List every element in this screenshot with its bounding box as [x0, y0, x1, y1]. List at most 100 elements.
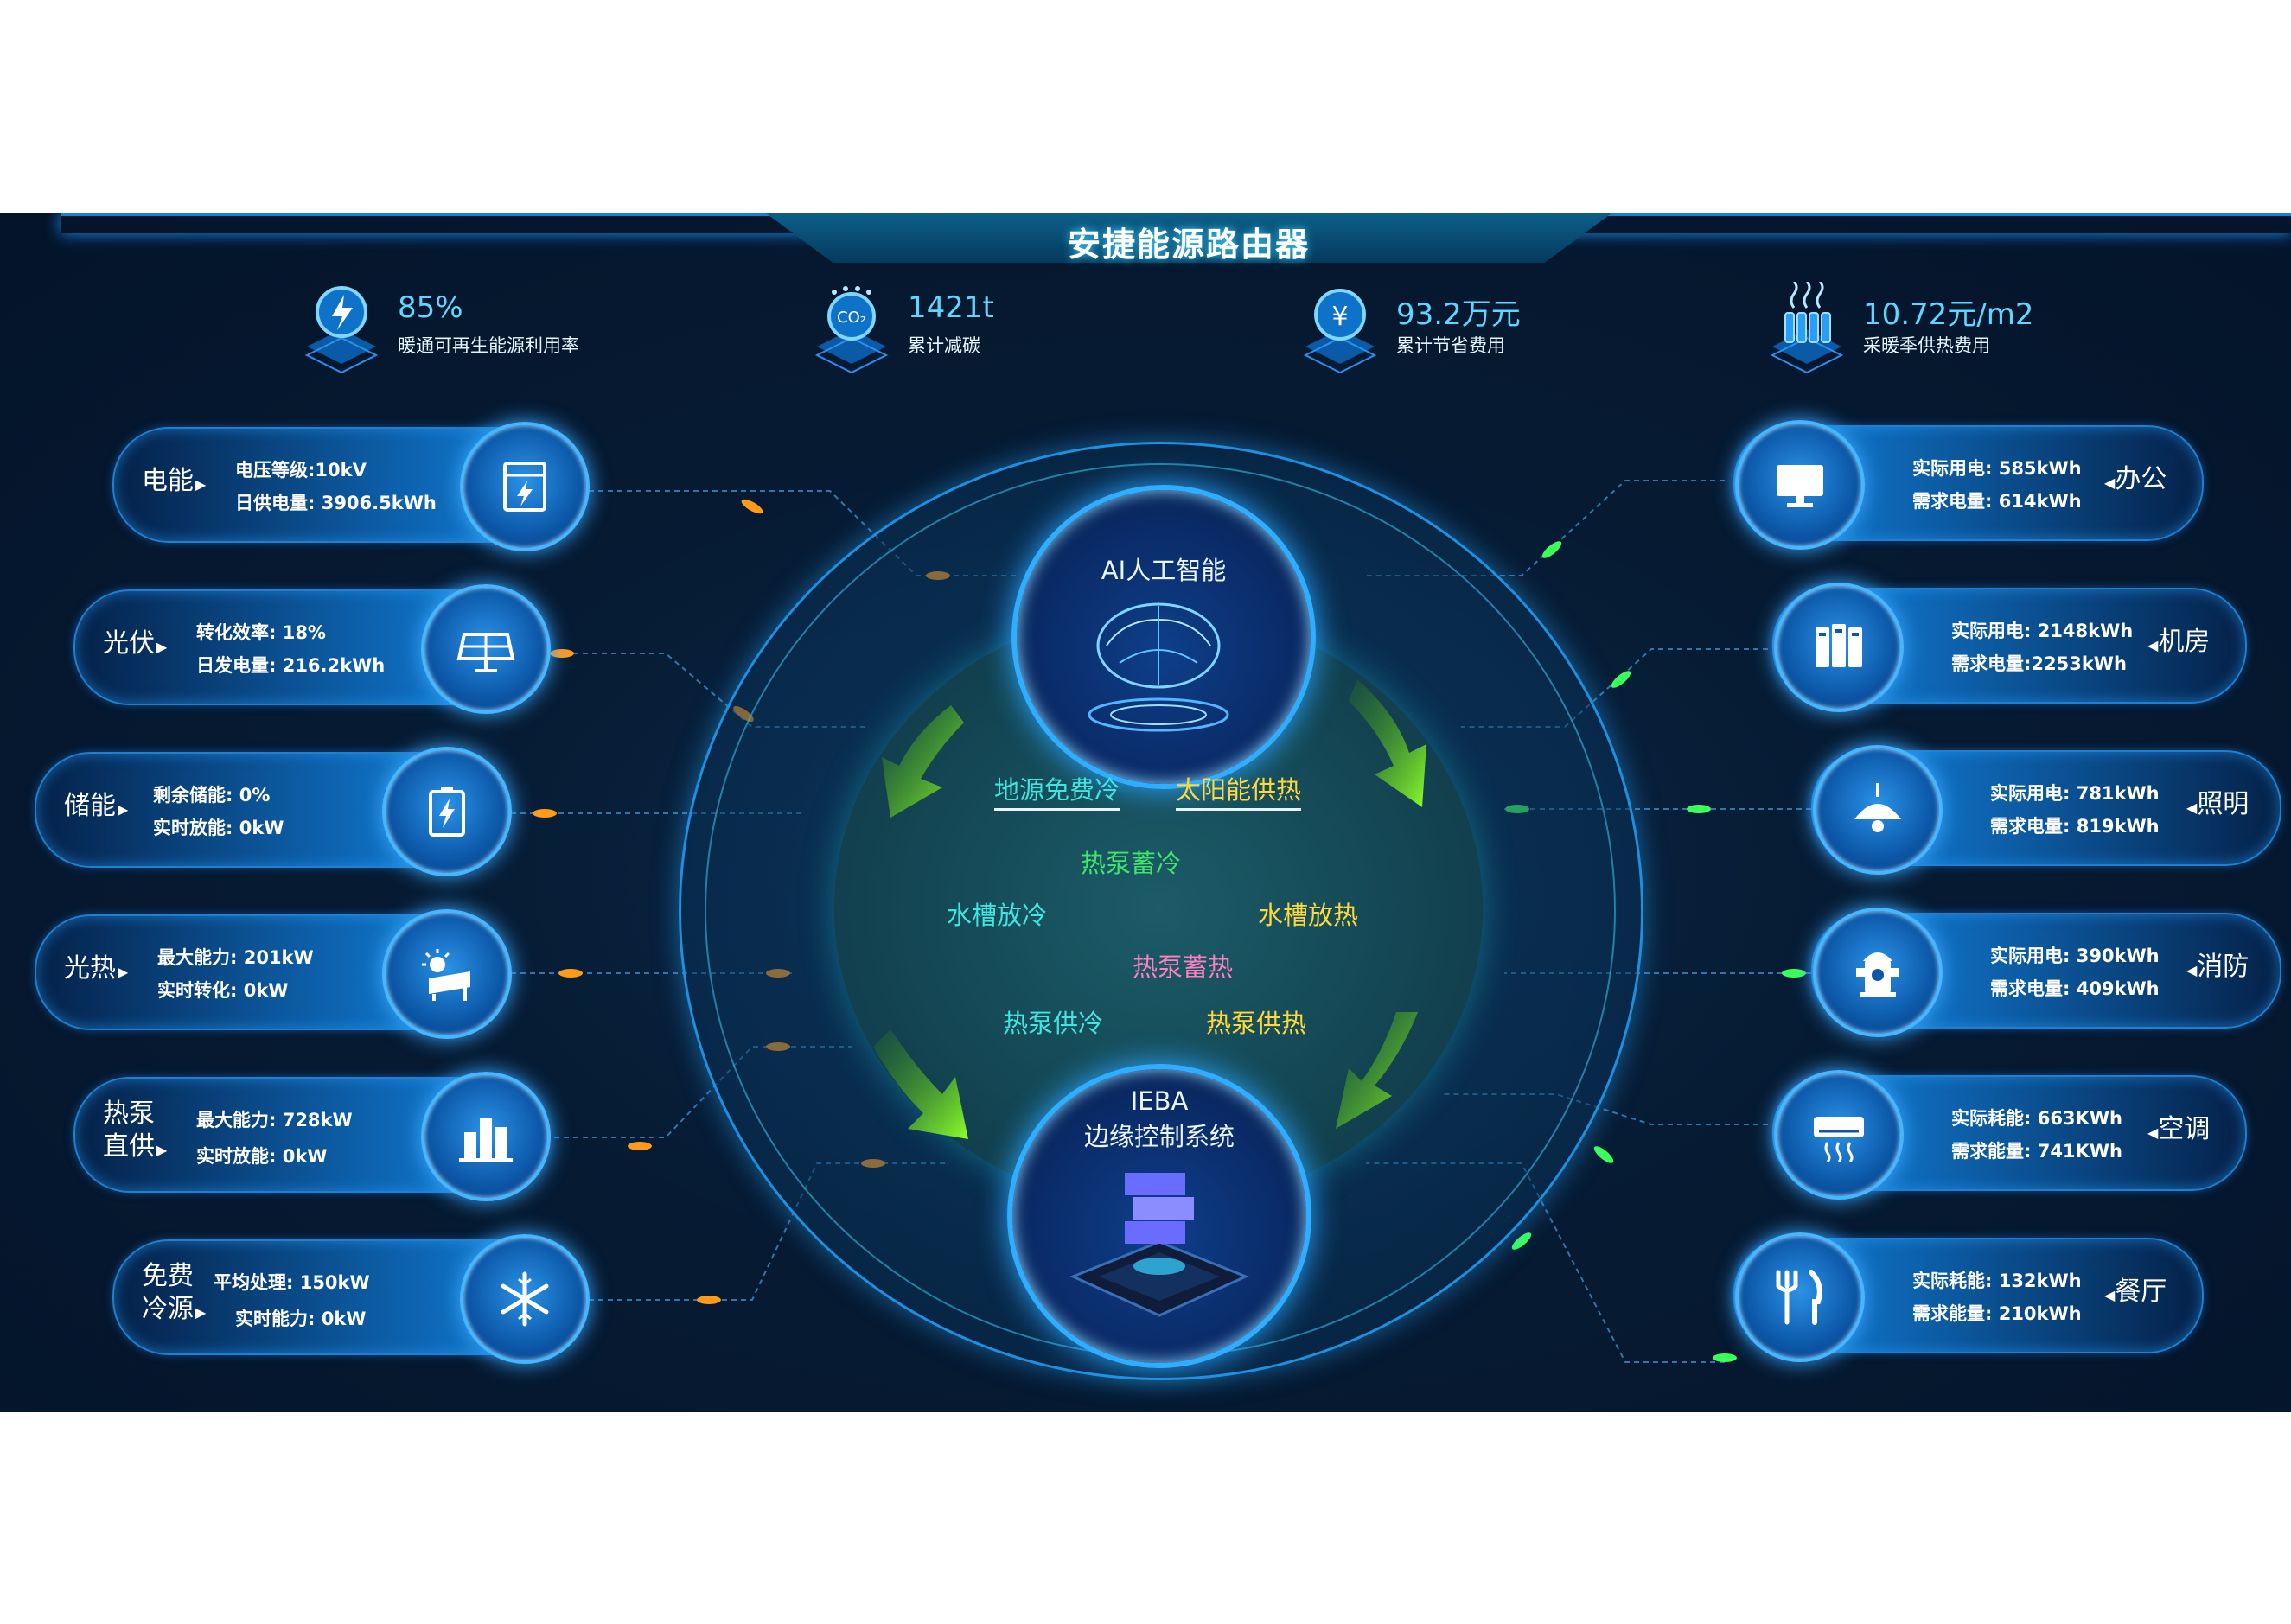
load-icon-circle [1735, 1232, 1865, 1362]
load-name: ◀机房 [2147, 627, 2211, 657]
source-line2: 实时放能: 0kW [196, 1146, 328, 1167]
source-line1: 最大能力: 201kW [157, 947, 314, 968]
process-hp-cooling: 热泵供冷 [1003, 1009, 1104, 1038]
flow-connectors [501, 480, 1811, 1363]
yen-coin-icon: ¥ [1303, 289, 1377, 374]
load-icon-circle [1774, 1070, 1904, 1200]
co2-icon: CO₂ [814, 286, 889, 374]
kpi-label: 采暖季供热费用 [1863, 335, 1990, 356]
snowflake-icon [501, 1271, 549, 1327]
source-icon-circle [460, 1234, 590, 1364]
svg-text:¥: ¥ [1331, 302, 1348, 332]
kpi-value: 85% [398, 290, 463, 325]
load-card-restaurant[interactable]: 实际耗能: 132kWh 需求能量: 210kWh ◀餐厅 [1733, 1232, 2204, 1362]
cycle-arrows [873, 679, 1426, 1139]
kpi-label: 暖通可再生能源利用率 [398, 335, 579, 356]
arrow-bottom-left [873, 1029, 968, 1139]
process-hp-heating: 热泵供热 [1206, 1009, 1307, 1038]
load-line2: 需求电量: 614kWh [1912, 491, 2082, 512]
load-line1: 实际用电: 390kWh [1990, 946, 2160, 966]
load-card-office[interactable]: 实际用电: 585kWh 需求电量: 614kWh ◀办公 [1733, 420, 2204, 550]
source-name: 光热▶ [64, 953, 129, 984]
source-card-free-cooling[interactable]: 免费冷源▶ 平均处理: 150kW 实时能力: 0kW [112, 1234, 590, 1364]
source-line2: 日供电量: 3906.5kWh [235, 493, 437, 513]
load-card-server-room[interactable]: 实际用电: 2148kWh 需求电量:2253kWh ◀机房 [1772, 583, 2247, 712]
arrow-bottom-right [1336, 1012, 1418, 1129]
load-icon-circle [1813, 908, 1943, 1037]
power-cabinet-icon [503, 462, 546, 512]
load-line2: 需求能量: 741KWh [1951, 1141, 2122, 1162]
load-line2: 需求电量: 409kWh [1990, 978, 2160, 999]
source-icon-circle [382, 909, 512, 1039]
arrow-top-right [1349, 679, 1426, 807]
source-line1: 转化效率: 18% [196, 622, 326, 643]
load-card-fire[interactable]: 实际用电: 390kWh 需求电量: 409kWh ◀消防 [1811, 908, 2281, 1037]
kpi-value: 93.2万元 [1396, 297, 1521, 332]
ieba-title: IEBA [1130, 1086, 1189, 1116]
source-line1: 电压等级:10kV [235, 460, 367, 481]
source-card-power[interactable]: 电能▶ 电压等级:10kV 日供电量: 3906.5kWh [112, 422, 590, 551]
page-title: 安捷能源路由器 [1067, 226, 1310, 264]
source-icon-circle [421, 1072, 551, 1201]
source-name: 储能▶ [64, 791, 129, 821]
load-line1: 实际用电: 781kWh [1990, 783, 2160, 804]
process-tank-cold-release: 水槽放冷 [947, 901, 1048, 930]
process-hp-cold-storage: 热泵蓄冷 [1081, 849, 1182, 878]
source-line2: 实时转化: 0kW [157, 980, 289, 1001]
source-icon-circle [460, 422, 590, 551]
svg-text:CO₂: CO₂ [837, 309, 866, 327]
source-name: 光伏▶ [103, 628, 168, 659]
solar-thermal-icon [422, 949, 470, 1001]
source-line1: 最大能力: 728kW [196, 1110, 353, 1130]
load-name: ◀餐厅 [2104, 1277, 2167, 1307]
ai-core: AI人工智能 [1011, 485, 1316, 789]
air-conditioner-icon [1814, 1117, 1864, 1163]
heat-pump-building-icon [459, 1118, 513, 1162]
ieba-subtitle: 边缘控制系统 [1083, 1122, 1235, 1151]
load-line2: 需求能量: 210kWh [1912, 1303, 2082, 1324]
battery-storage-icon [429, 787, 465, 837]
edge-device-icon [1069, 1173, 1249, 1317]
title-plate [765, 213, 1612, 263]
load-line1: 实际用电: 585kWh [1912, 458, 2082, 479]
load-icon-circle [1735, 420, 1865, 550]
load-line1: 实际用电: 2148kWh [1951, 621, 2134, 641]
load-icon-circle [1774, 583, 1904, 712]
load-name: ◀照明 [2186, 789, 2250, 819]
source-card-storage[interactable]: 储能▶ 剩余储能: 0% 实时放能: 0kW [35, 747, 512, 876]
process-hp-heat-storage: 热泵蓄热 [1133, 952, 1234, 982]
source-card-pv[interactable]: 光伏▶ 转化效率: 18% 日发电量: 216.2kWh [73, 584, 551, 714]
source-line1: 平均处理: 150kW [214, 1272, 370, 1293]
kpi-value: 10.72元/m2 [1863, 297, 2034, 332]
source-name: 电能▶ [142, 466, 207, 496]
source-name: 热泵直供▶ [103, 1099, 168, 1162]
load-name: ◀空调 [2147, 1114, 2211, 1144]
process-geo-cooling: 地源免费冷 [994, 770, 1120, 811]
load-line1: 实际耗能: 132kWh [1912, 1271, 2082, 1291]
source-line2: 实时放能: 0kW [153, 818, 284, 838]
load-card-lighting[interactable]: 实际用电: 781kWh 需求电量: 819kWh ◀照明 [1811, 745, 2281, 875]
kpi-value: 1421t [908, 290, 994, 325]
source-card-heat-pump[interactable]: 热泵直供▶ 最大能力: 728kW 实时放能: 0kW [73, 1072, 551, 1201]
ceiling-lamp-icon [1854, 783, 1901, 832]
dashboard-screen: 安捷能源路由器 [0, 213, 2291, 1412]
source-card-solar-thermal[interactable]: 光热▶ 最大能力: 201kW 实时转化: 0kW [35, 909, 512, 1039]
process-tank-heat-release: 水槽放热 [1258, 901, 1359, 930]
arrow-top-left [882, 705, 964, 818]
source-icon-circle [382, 747, 512, 876]
load-name: ◀消防 [2186, 952, 2250, 982]
load-name: ◀办公 [2104, 464, 2167, 494]
server-rack-icon [1816, 624, 1862, 667]
load-card-air-conditioning[interactable]: 实际耗能: 663KWh 需求能量: 741KWh ◀空调 [1772, 1070, 2247, 1200]
fork-knife-icon [1776, 1270, 1822, 1325]
process-solar-heating: 太阳能供热 [1176, 770, 1302, 811]
ai-title: AI人工智能 [1101, 556, 1227, 585]
kpi-label: 累计减碳 [908, 335, 980, 356]
monitor-icon [1777, 465, 1823, 507]
load-icon-circle [1813, 745, 1943, 875]
fire-hydrant-icon [1856, 952, 1899, 997]
lightning-bolt-icon [304, 286, 379, 374]
source-line2: 实时能力: 0kW [235, 1309, 367, 1329]
kpi-label: 累计节省费用 [1396, 335, 1505, 356]
solar-panel-icon [456, 633, 515, 672]
